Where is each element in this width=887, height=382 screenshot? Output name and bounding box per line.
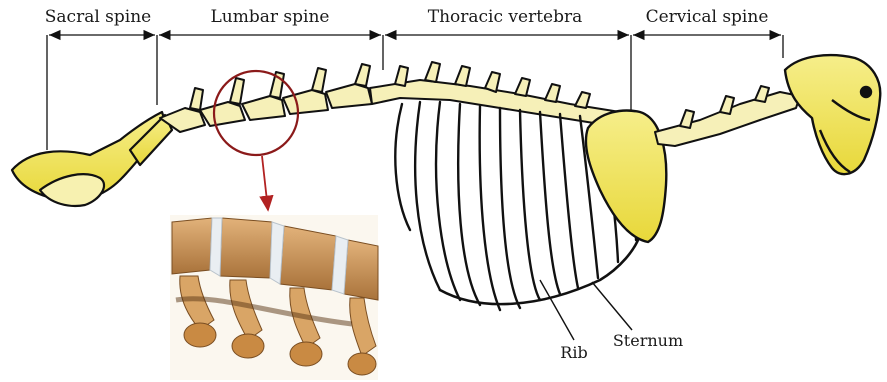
sacral-spine-label: Sacral spine xyxy=(45,7,151,27)
lumbar-spine-label: Lumbar spine xyxy=(211,7,330,27)
cervical-spine-label: Cervical spine xyxy=(646,7,769,27)
lumbar-vertebrae xyxy=(160,64,372,132)
thoracic-vertebra-label: Thoracic vertebra xyxy=(428,7,583,27)
rib-label: Rib xyxy=(560,343,587,362)
lumbar-closeup-inset xyxy=(170,215,378,380)
skull-bones xyxy=(785,55,880,174)
pelvis-bones xyxy=(12,112,172,206)
magnifier-arrow xyxy=(262,156,268,210)
cervical-vertebrae xyxy=(655,86,800,146)
sternum-label: Sternum xyxy=(613,331,683,350)
scapula-bone xyxy=(586,111,666,242)
